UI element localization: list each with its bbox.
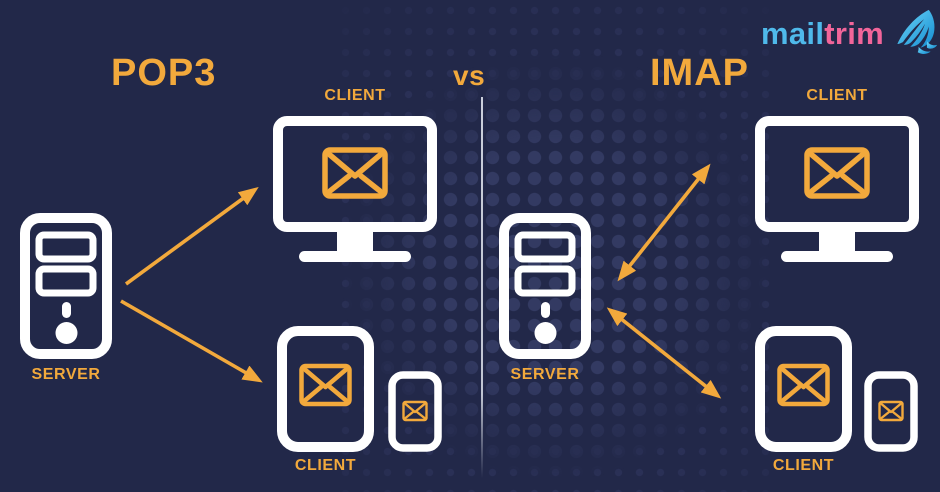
envelope-icon [402, 400, 428, 422]
logo-mail-text: mail [761, 16, 825, 51]
pop3-client-bottom-label: CLIENT [294, 457, 357, 474]
mailtrim-logo: mailtrim [761, 8, 940, 56]
envelope-icon [878, 400, 904, 422]
envelope-icon [804, 147, 870, 199]
envelope-icon [322, 147, 388, 199]
imap-tablet-client-icon [755, 326, 852, 452]
pop3-desktop-client-icon [273, 116, 437, 262]
pop3-server-label: SERVER [31, 366, 101, 383]
imap-server-label: SERVER [510, 366, 580, 383]
imap-arrow-server-desktop-two-way-icon [617, 163, 711, 282]
imap-phone-client-icon [864, 371, 918, 452]
pop3-tablet-client-icon [277, 326, 374, 452]
imap-server-icon [499, 213, 591, 359]
logo-trim-text: trim [824, 16, 884, 51]
wing-logo-icon [897, 9, 938, 54]
pop3-title: POP3 [111, 52, 217, 94]
center-divider-line [481, 97, 483, 478]
imap-arrow-server-tablet-two-way-icon [606, 307, 722, 399]
pop3-client-top-label: CLIENT [324, 87, 386, 104]
pop3-server-icon [20, 213, 112, 359]
versus-label: vs [453, 60, 486, 91]
imap-client-top-label: CLIENT [806, 87, 868, 104]
imap-title: IMAP [650, 52, 749, 94]
imap-desktop-client-icon [755, 116, 919, 262]
envelope-icon [299, 363, 352, 407]
envelope-icon [777, 363, 830, 407]
pop3-arrow-server-to-tablet-icon [120, 299, 263, 383]
logo-wordmark: mailtrim [761, 12, 884, 56]
pop3-arrow-server-to-desktop-icon [124, 186, 259, 286]
pop3-phone-client-icon [388, 371, 442, 452]
imap-client-bottom-label: CLIENT [772, 457, 835, 474]
